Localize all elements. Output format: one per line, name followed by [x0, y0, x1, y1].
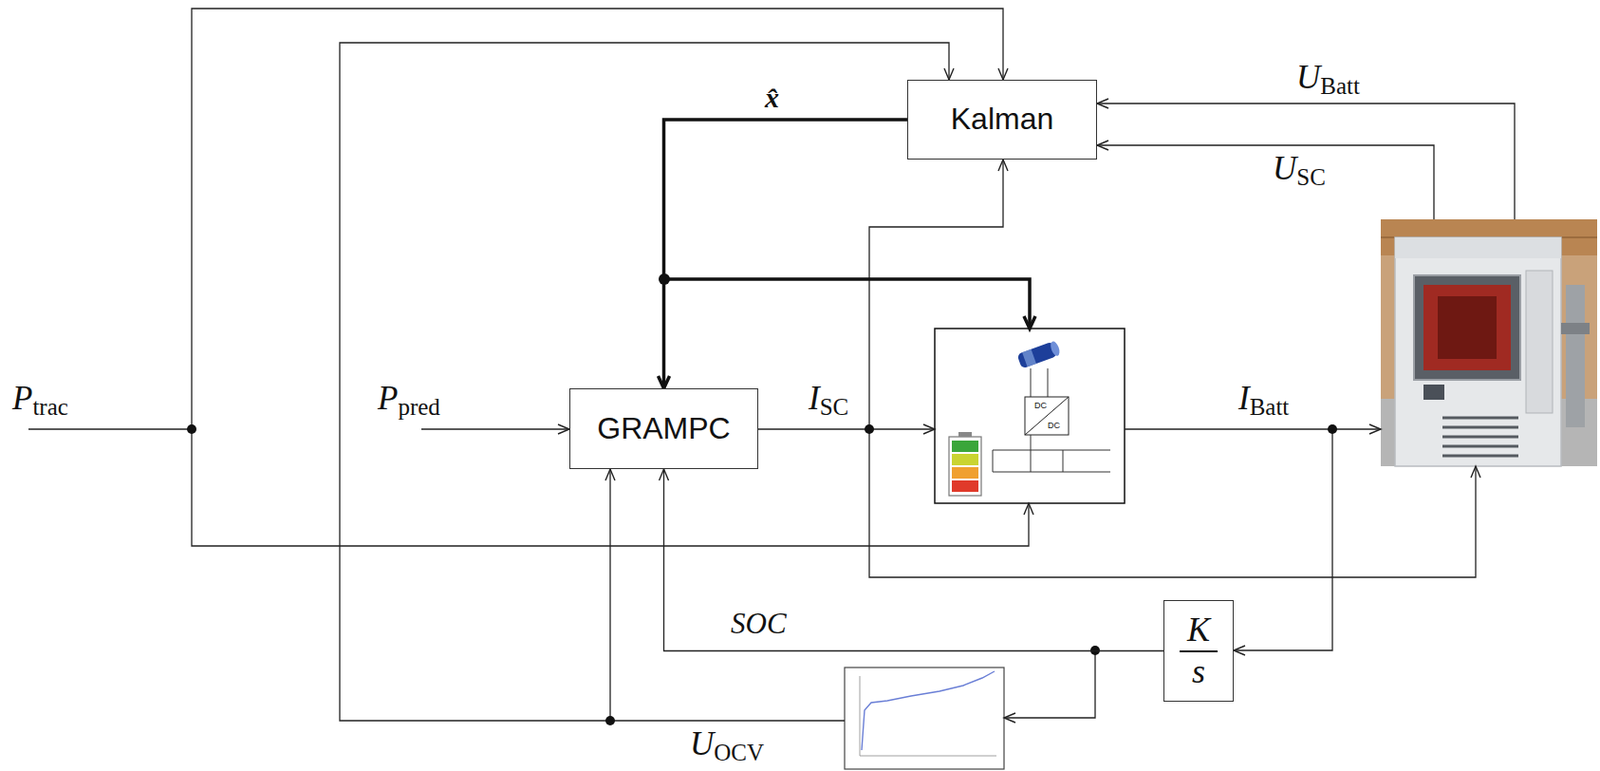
edge-label: x̂ [764, 83, 780, 112]
signal-name: USC [1272, 151, 1326, 189]
junction-dots [186, 273, 1338, 726]
signal-name: UBatt [1296, 60, 1360, 98]
signal-name: UOCV [689, 726, 764, 764]
integrator-box: Ks [1163, 599, 1234, 702]
signal-name: Ppred [377, 381, 441, 419]
signal-wires [28, 8, 1515, 721]
edge-layer [664, 119, 1165, 652]
signal-arrow [664, 468, 1165, 652]
state-vector-arrow [664, 119, 909, 389]
node-text: Kalman [950, 102, 1055, 136]
state-branch-wire [664, 279, 1030, 329]
signal-name: IBatt [1238, 381, 1289, 419]
node-text: s [1191, 653, 1206, 690]
climate-chamber-photo [1380, 219, 1598, 466]
node-text: K [1187, 612, 1210, 649]
estimator-box: Kalman [907, 79, 1098, 160]
converter-text: DC [1047, 421, 1061, 430]
edge-label: SOC [730, 608, 787, 638]
converter-text: DC [1034, 401, 1047, 410]
converter-illustration [934, 328, 1125, 503]
signal-name: ISC [808, 381, 849, 419]
controller-box: GRAMPC [569, 388, 759, 469]
ocv-curve-plot [844, 667, 1005, 769]
node-text: GRAMPC [596, 411, 730, 446]
signal-name: Ptrac [12, 381, 69, 419]
fraction-bar [1179, 650, 1218, 652]
